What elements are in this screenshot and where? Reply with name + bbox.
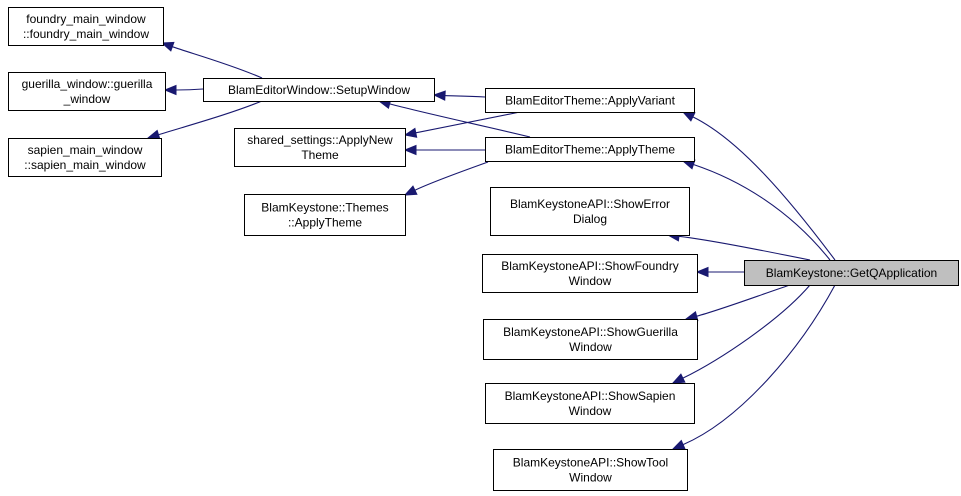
arrowhead-icon — [403, 185, 418, 196]
node-label: foundry_main_window — [26, 12, 146, 26]
node-box — [493, 449, 688, 491]
node-label: BlamKeystoneAPI::ShowFoundry — [501, 259, 678, 273]
edge-setup-window-to-foundry-ctor — [160, 41, 263, 79]
edge-get-qapp-to-apply-theme — [681, 159, 831, 261]
node-label: ::ApplyTheme — [288, 216, 362, 230]
node-label: _window — [63, 92, 111, 106]
node-label: BlamKeystoneAPI::ShowGuerilla — [503, 325, 678, 339]
edge-line — [682, 284, 811, 379]
edge-line — [693, 163, 831, 261]
node-themes-apply[interactable]: BlamKeystone::Themes::ApplyTheme — [244, 194, 406, 236]
arrowhead-icon — [695, 266, 709, 278]
arrowhead-icon — [160, 41, 175, 52]
arrowhead-icon — [681, 111, 696, 122]
arrowhead-icon — [671, 373, 686, 384]
call-nodes: foundry_main_window::foundry_main_window… — [8, 7, 959, 491]
edge-setup-window-to-guerilla-ctor — [163, 84, 204, 96]
node-label: BlamKeystoneAPI::ShowTool — [513, 456, 668, 470]
node-box — [490, 187, 690, 236]
node-box — [485, 88, 695, 113]
node-label: Window — [569, 471, 612, 485]
node-label: Window — [569, 340, 612, 354]
edge-get-qapp-to-show-sapien — [671, 284, 811, 384]
node-guerilla-ctor[interactable]: guerilla_window::guerilla_window — [8, 72, 166, 111]
edge-get-qapp-to-show-guerilla — [684, 284, 791, 322]
edge-get-qapp-to-show-tool — [671, 284, 836, 450]
node-label: BlamKeystone::GetQApplication — [766, 266, 937, 280]
node-box — [485, 383, 695, 424]
node-label: Theme — [301, 148, 339, 162]
arrowhead-icon — [432, 90, 446, 101]
node-label: Window — [569, 274, 612, 288]
arrowhead-icon — [146, 129, 161, 140]
edge-line — [415, 111, 521, 134]
node-label: Dialog — [573, 212, 607, 226]
node-box — [203, 78, 435, 102]
node-get-qapp[interactable]: BlamKeystone::GetQApplication — [744, 260, 959, 286]
node-box — [744, 260, 959, 286]
node-box — [8, 138, 162, 177]
node-label: ::foundry_main_window — [23, 27, 149, 41]
edge-get-qapp-to-show-foundry — [695, 266, 744, 278]
node-box — [8, 7, 164, 46]
edge-line — [444, 95, 486, 98]
edge-get-qapp-to-apply-variant — [681, 111, 836, 261]
node-box — [244, 194, 406, 236]
node-setup-window[interactable]: BlamEditorWindow::SetupWindow — [203, 78, 435, 102]
edge-line — [175, 88, 204, 91]
node-label: Window — [569, 404, 612, 418]
node-label: BlamEditorTheme::ApplyVariant — [505, 94, 676, 108]
edge-line — [678, 235, 811, 261]
node-label: BlamEditorTheme::ApplyTheme — [505, 143, 675, 157]
node-label: BlamKeystoneAPI::ShowError — [510, 197, 670, 211]
arrowhead-icon — [403, 144, 417, 156]
edge-apply-theme-to-themes-apply — [403, 161, 489, 196]
edge-apply-variant-to-apply-new-theme — [403, 111, 521, 138]
node-apply-variant[interactable]: BlamEditorTheme::ApplyVariant — [485, 88, 695, 113]
node-apply-theme[interactable]: BlamEditorTheme::ApplyTheme — [485, 137, 695, 162]
edge-line — [389, 103, 531, 138]
arrowhead-icon — [403, 127, 418, 138]
node-label: BlamEditorWindow::SetupWindow — [228, 83, 410, 97]
arrowhead-icon — [163, 84, 177, 96]
edge-line — [692, 116, 836, 261]
arrowhead-icon — [671, 439, 686, 450]
node-label: BlamKeystone::Themes — [261, 201, 388, 215]
edge-line — [158, 100, 263, 136]
node-box — [483, 319, 698, 360]
node-box — [8, 72, 166, 111]
node-label: BlamKeystoneAPI::ShowSapien — [505, 389, 676, 403]
node-label: sapien_main_window — [28, 143, 143, 157]
node-label: guerilla_window::guerilla — [22, 77, 153, 91]
node-box — [482, 254, 698, 293]
edge-setup-window-to-sapien-ctor — [146, 100, 263, 140]
node-box — [234, 128, 406, 167]
node-foundry-ctor[interactable]: foundry_main_window::foundry_main_window — [8, 7, 164, 46]
call-edges — [146, 41, 836, 450]
edge-line — [682, 284, 836, 446]
edge-apply-variant-to-setup-window — [432, 90, 486, 101]
node-box — [485, 137, 695, 162]
node-label: ::sapien_main_window — [24, 158, 146, 172]
edge-line — [696, 284, 791, 317]
node-sapien-ctor[interactable]: sapien_main_window::sapien_main_window — [8, 138, 162, 177]
node-label: shared_settings::ApplyNew — [247, 133, 393, 147]
edge-line — [172, 46, 263, 79]
edge-apply-theme-to-apply-new-theme — [403, 144, 486, 156]
edge-line — [414, 161, 489, 191]
